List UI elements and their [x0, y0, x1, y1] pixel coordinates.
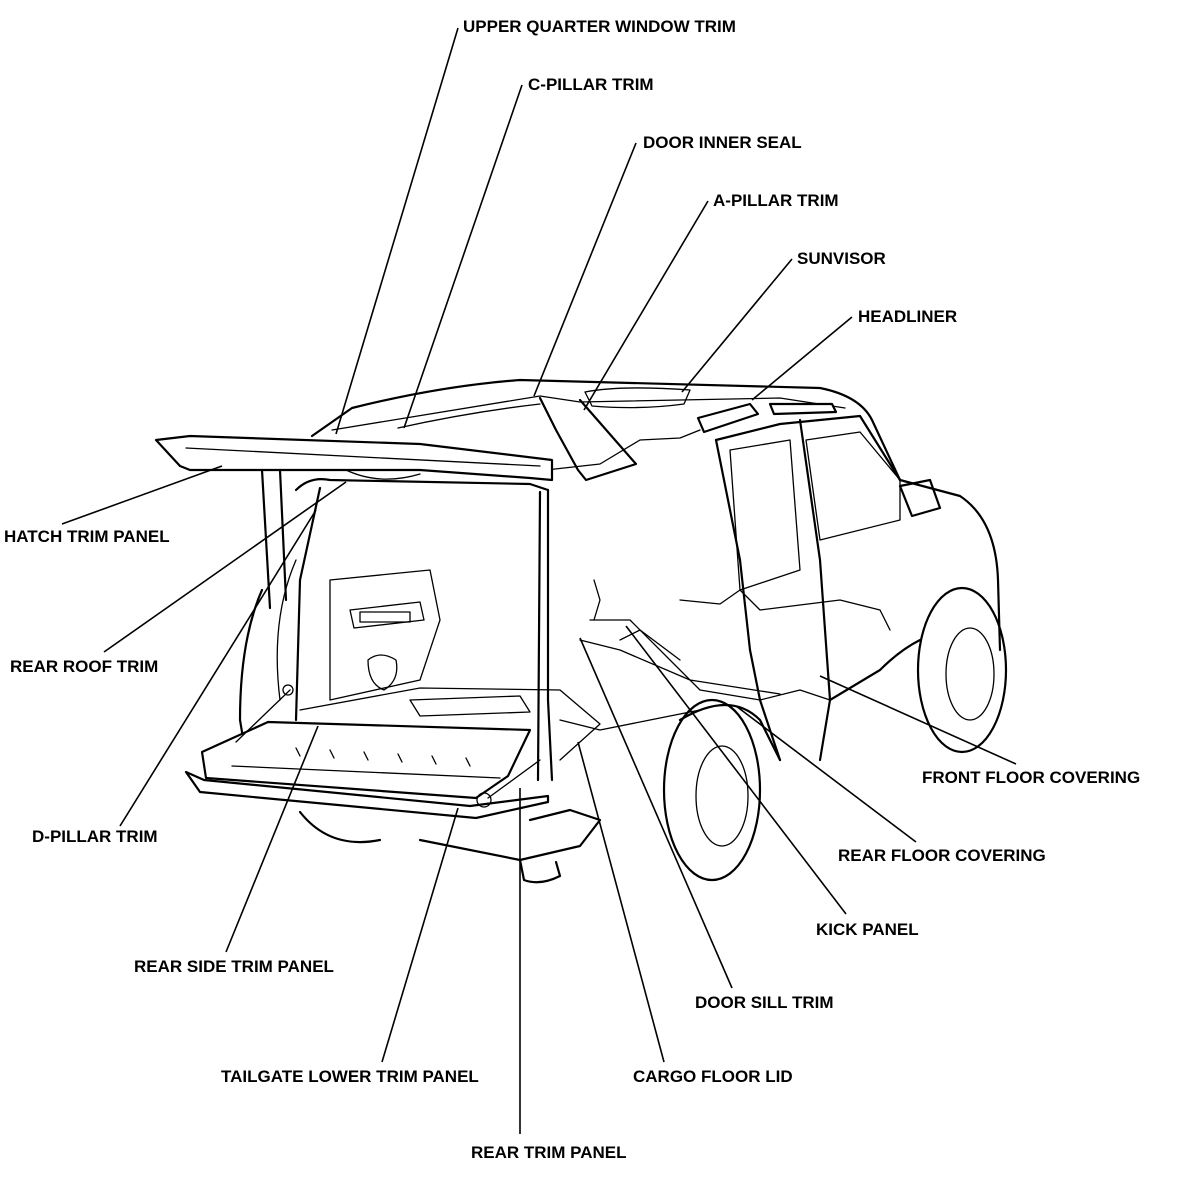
- leader-hatch-trim-panel: [61, 465, 223, 525]
- label-upper-quarter-window-trim: UPPER QUARTER WINDOW TRIM: [463, 17, 736, 36]
- leader-rear-side-trim-panel: [225, 725, 319, 953]
- leader-a-pillar-trim: [583, 200, 709, 411]
- label-rear-trim-panel: REAR TRIM PANEL: [471, 1143, 627, 1162]
- leader-lines: [61, 27, 1017, 1134]
- leader-door-sill-trim: [579, 637, 733, 989]
- label-front-floor-covering: FRONT FLOOR COVERING: [922, 768, 1140, 787]
- vehicle-illustration: [154, 378, 1008, 884]
- leader-front-floor-covering: [819, 675, 1017, 765]
- label-door-sill-trim: DOOR SILL TRIM: [695, 993, 834, 1012]
- leader-tailgate-lower-trim-panel: [381, 807, 459, 1063]
- label-c-pillar-trim: C-PILLAR TRIM: [528, 75, 654, 94]
- label-rear-side-trim-panel: REAR SIDE TRIM PANEL: [134, 957, 334, 976]
- leader-rear-roof-trim: [103, 481, 347, 653]
- label-d-pillar-trim: D-PILLAR TRIM: [32, 827, 158, 846]
- leader-kick-panel: [625, 625, 847, 915]
- label-sunvisor: SUNVISOR: [797, 249, 886, 268]
- label-headliner: HEADLINER: [858, 307, 957, 326]
- label-hatch-trim-panel: HATCH TRIM PANEL: [4, 527, 170, 546]
- label-rear-roof-trim: REAR ROOF TRIM: [10, 657, 158, 676]
- part-labels: UPPER QUARTER WINDOW TRIM C-PILLAR TRIM …: [4, 17, 1140, 1162]
- label-a-pillar-trim: A-PILLAR TRIM: [713, 191, 839, 210]
- leader-door-inner-seal: [533, 142, 637, 397]
- leader-headliner: [751, 316, 853, 401]
- label-tailgate-lower-trim-panel: TAILGATE LOWER TRIM PANEL: [221, 1067, 479, 1086]
- label-door-inner-seal: DOOR INNER SEAL: [643, 133, 802, 152]
- label-cargo-floor-lid: CARGO FLOOR LID: [633, 1067, 793, 1086]
- leader-upper-quarter-window-trim: [335, 27, 459, 435]
- label-rear-floor-covering: REAR FLOOR COVERING: [838, 846, 1046, 865]
- leader-c-pillar-trim: [403, 84, 523, 429]
- leader-rear-floor-covering: [735, 705, 917, 843]
- label-kick-panel: KICK PANEL: [816, 920, 919, 939]
- leader-cargo-floor-lid: [577, 741, 665, 1063]
- leader-d-pillar-trim: [119, 509, 317, 827]
- leader-sunvisor: [681, 258, 793, 393]
